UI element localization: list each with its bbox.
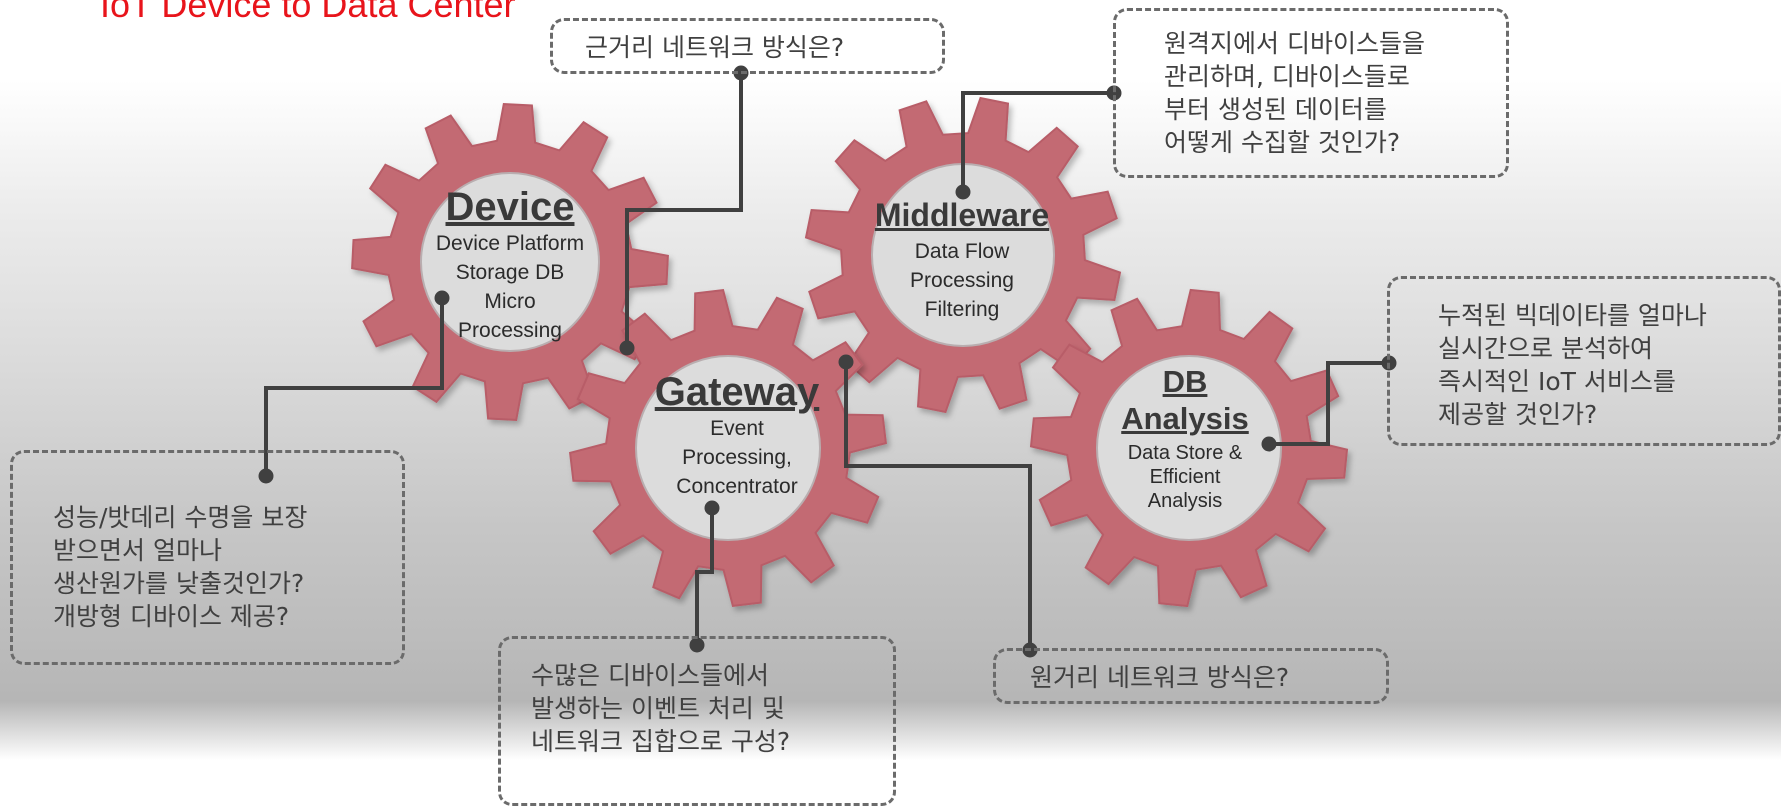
connector-long-range-dot-1: [838, 354, 854, 370]
gear-db-title: DB Analysis: [1121, 364, 1249, 436]
callout-remote-management: 원격지에서 디바이스들을 관리하며, 디바이스들로 부터 생성된 데이터를 어떻…: [1113, 8, 1509, 178]
gear-device: [351, 103, 669, 421]
gear-db-analysis-hub: [1096, 355, 1282, 541]
connector-remote: [961, 91, 1114, 192]
gear-device-desc: Device Platform Storage DB Micro Process…: [435, 232, 585, 342]
callout-long-range-network: 원거리 네트워크 방식은?: [993, 648, 1389, 704]
callout-battery-cost: 성능/밧데리 수명을 보장 받으면서 얼마나 생산원가를 낮출것인가? 개방형 …: [10, 450, 405, 665]
connector-bigdata: [1269, 361, 1389, 446]
connector-short-range: [625, 73, 743, 348]
callout-short-range-network: 근거리 네트워크 방식은?: [550, 18, 945, 74]
connector-remote-dot-2: [955, 184, 971, 200]
connector-battery-dot-2: [258, 468, 274, 484]
connector-short-range-dot-2: [619, 340, 635, 356]
gear-db-analysis: [1029, 288, 1349, 608]
connector-bigdata-dot-1: [1261, 436, 1277, 452]
gear-middleware-title: Middleware: [874, 197, 1050, 233]
gear-middleware-label: Middleware Data Flow Processing Filterin…: [862, 195, 1062, 324]
gears-layer: [351, 96, 1349, 608]
callout-event-processing: 수많은 디바이스들에서 발생하는 이벤트 처리 및 네트워크 집합으로 구성?: [498, 636, 896, 806]
connector-events: [695, 508, 714, 645]
connector-battery: [264, 298, 444, 476]
gear-device-hub: [420, 172, 600, 352]
connectors-layer: [264, 73, 1389, 650]
gear-middleware: [804, 96, 1122, 414]
gear-gateway-hub: [635, 355, 821, 541]
connector-events-dot-1: [704, 500, 720, 516]
connector-battery-dot-1: [434, 290, 450, 306]
gear-gateway-title: Gateway: [654, 370, 820, 414]
gear-device-label: Device Device Platform Storage DB Micro …: [418, 185, 602, 345]
gear-db-desc: Data Store & Efficient Analysis: [1127, 442, 1243, 512]
gear-device-title: Device: [445, 185, 575, 229]
callout-bigdata-analysis: 누적된 빅데이타를 얼마나 실시간으로 분석하여 즉시적인 IoT 서비스를 제…: [1387, 276, 1781, 446]
gear-gateway: [569, 289, 887, 607]
gear-gateway-label: Gateway Event Processing, Concentrator: [632, 370, 842, 501]
background-fade: [0, 700, 1781, 760]
gear-db-label: DB Analysis Data Store & Efficient Analy…: [1100, 363, 1270, 513]
connector-long-range: [844, 362, 1032, 650]
page-title: IoT Device to Data Center: [100, 0, 516, 25]
gear-gateway-desc: Event Processing, Concentrator: [676, 417, 798, 498]
gear-middleware-desc: Data Flow Processing Filtering: [910, 240, 1014, 321]
connector-events-dot-2: [689, 637, 705, 653]
